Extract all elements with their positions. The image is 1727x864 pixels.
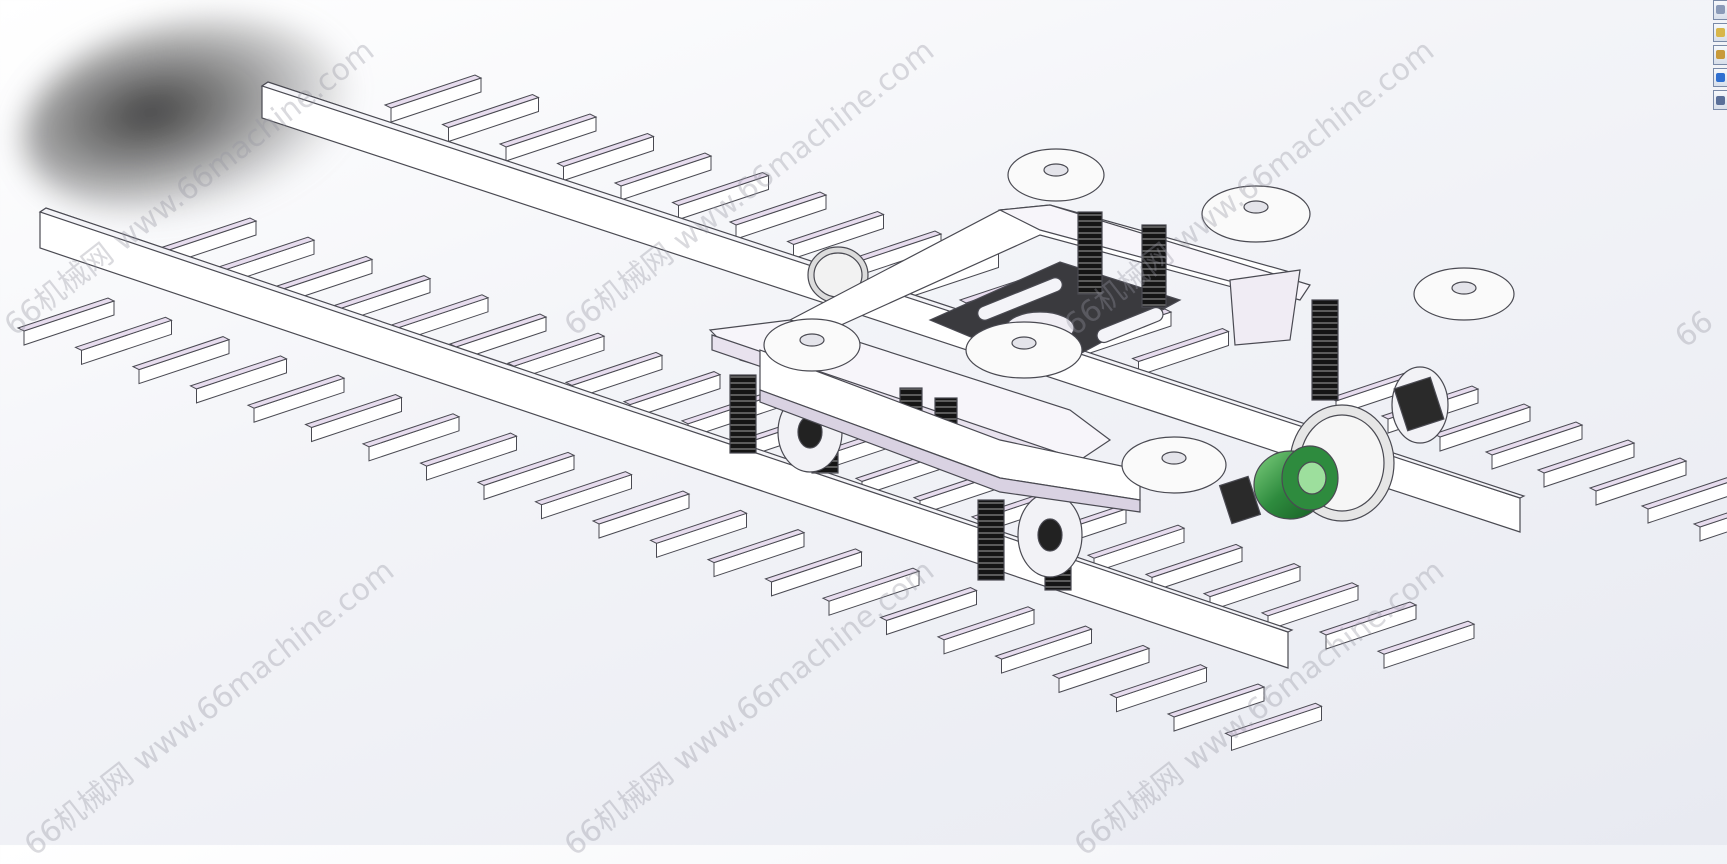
spring-5: [1311, 299, 1339, 401]
near-sleeper-20: [1109, 664, 1208, 699]
far-sleeper-6: [671, 171, 770, 207]
near-sleeper-9: [476, 451, 576, 486]
near-sleeper-2: [74, 316, 173, 351]
mid-sleeper-18: [1144, 543, 1244, 578]
spring-8: [977, 499, 1005, 581]
near-sleeper-12: [649, 509, 748, 544]
roller-5: [965, 321, 1083, 379]
right-sleeper-8-face: [1699, 517, 1727, 542]
near-sleeper-8: [419, 432, 518, 467]
far-sleeper-1: [383, 74, 483, 109]
toolbar-button-5[interactable]: [1713, 90, 1727, 110]
far-sleeper-2: [441, 93, 540, 129]
roller-2: [1201, 185, 1311, 243]
cad-model-scene[interactable]: [0, 0, 1727, 845]
spring-3: [1077, 211, 1103, 295]
mid-sleeper-8: [564, 351, 664, 386]
mid-sleeper-21: [1318, 601, 1418, 636]
right-sleeper-7: [1640, 477, 1727, 510]
near-sleeper-10: [534, 471, 633, 506]
near-sleeper-3: [131, 336, 231, 371]
spring-4: [1141, 224, 1167, 308]
heads-up-toolbar: [1713, 0, 1727, 110]
drive-motor: [1253, 445, 1339, 520]
far-sleeper-5: [613, 152, 713, 187]
top-rollers: [763, 148, 1515, 494]
mid-sleeper-22: [1376, 620, 1476, 655]
gearbox-right: [1393, 376, 1445, 432]
near-sleeper-19: [1051, 644, 1151, 679]
mid-sleeper-19: [1202, 563, 1302, 598]
far-sleeper-14: [1131, 327, 1230, 363]
near-sleeper-21: [1166, 683, 1266, 718]
near-sleeper-1: [16, 297, 116, 332]
near-sleeper-4: [189, 355, 288, 390]
near-sleeper-5: [246, 374, 346, 409]
near-sleeper-15: [821, 567, 921, 602]
near-sleeper-7: [361, 413, 461, 448]
spring-1: [729, 374, 757, 454]
track-rails: [38, 81, 1526, 669]
bogie-assembly[interactable]: [708, 148, 1515, 591]
mid-sleeper-9: [622, 371, 722, 406]
frame-front-face: [759, 389, 1141, 513]
near-sleeper-16: [879, 586, 978, 622]
right-sleeper-6: [1588, 457, 1688, 492]
right-sleeper-8: [1692, 512, 1727, 528]
far-sleeper-8: [786, 210, 885, 246]
far-sleeper-3: [498, 113, 598, 148]
right-sleeper-5: [1536, 439, 1636, 474]
frame-right-beam: [1229, 269, 1301, 346]
view-icon: [1716, 5, 1725, 15]
appearance-icon: [1716, 73, 1725, 83]
right-sleeper-3: [1432, 403, 1532, 438]
folder-icon: [1716, 27, 1725, 37]
right-sleeper-4: [1484, 421, 1584, 456]
near-sleeper-17: [936, 606, 1036, 641]
display-icon: [1716, 50, 1725, 60]
list-icon: [1716, 95, 1725, 105]
toolbar-button-3[interactable]: [1713, 45, 1727, 65]
mid-sleeper-20: [1260, 582, 1360, 617]
near-sleeper-11: [591, 490, 691, 525]
far-sleeper-7: [728, 191, 828, 226]
roller-6: [1121, 436, 1227, 494]
toolbar-button-2[interactable]: [1713, 22, 1727, 43]
near-sleeper-13: [706, 529, 806, 564]
toolbar-button-4[interactable]: [1713, 67, 1727, 88]
toolbar-button-1[interactable]: [1713, 0, 1727, 20]
gearbox-left: [1218, 475, 1262, 525]
near-sleeper-14: [764, 548, 863, 583]
near-sleeper-6: [304, 393, 403, 429]
far-sleeper-4: [556, 132, 655, 168]
near-rail-top: [38, 207, 1294, 633]
near-track-sleepers: [16, 217, 1727, 751]
near-sleeper-22: [1224, 702, 1323, 737]
near-sleeper-18: [994, 625, 1093, 660]
piston-rod-1: [977, 277, 1063, 321]
mid-sleeper-17: [1086, 524, 1186, 559]
piston-rod-2: [1096, 306, 1164, 344]
